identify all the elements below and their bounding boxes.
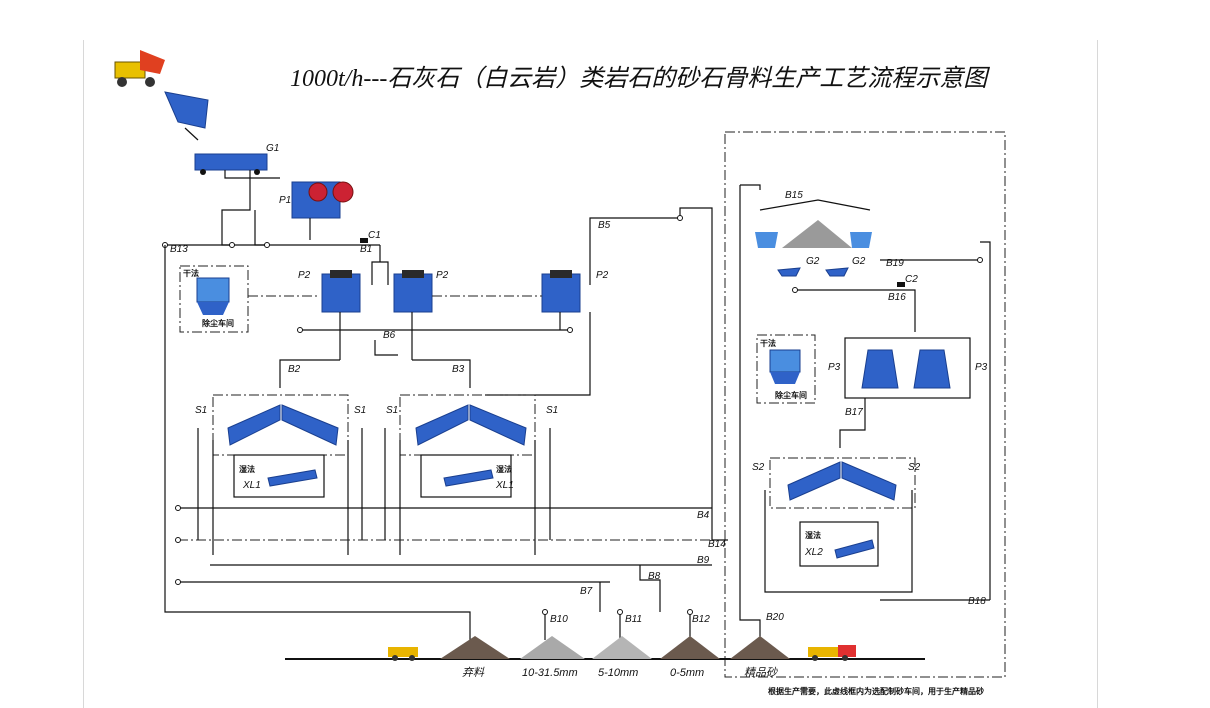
- label-s1-d: S1: [546, 405, 558, 416]
- dust-box1-top: 干法: [183, 268, 199, 278]
- label-b10: B10: [550, 614, 568, 625]
- cone-crusher-p2-c: [541, 270, 581, 313]
- feeder-g1: [194, 153, 268, 175]
- label-p3-a: P3: [828, 362, 841, 373]
- dust-collector-icon-1: [196, 277, 230, 315]
- sand-washer-xl1-b: [443, 469, 494, 487]
- label-c2: C2: [905, 274, 918, 285]
- label-p2-c: P2: [596, 270, 609, 281]
- feeder-g2-b: [825, 267, 849, 277]
- stockpile-0-5: [660, 636, 720, 659]
- label-p2-b: P2: [436, 270, 449, 281]
- sand-making-workshop-box: [724, 131, 1006, 678]
- label-b12: B12: [692, 614, 710, 625]
- sand-washer-xl1-a: [267, 469, 318, 487]
- magnet-c1: [360, 238, 368, 243]
- loader-truck-left-icon: [388, 647, 418, 661]
- wash-box-c-label: 湿法: [805, 530, 821, 540]
- label-b1: B1: [360, 244, 372, 255]
- label-s1-a: S1: [195, 405, 207, 416]
- vibrating-screen-s1-left: [227, 404, 339, 446]
- label-p1: P1: [279, 195, 291, 206]
- stockpile-10-31-5: [520, 636, 585, 659]
- label-b3: B3: [452, 364, 465, 375]
- label-b17: B17: [845, 407, 863, 418]
- stockpile-5-10: [592, 636, 652, 659]
- left-frame-line: [83, 40, 84, 708]
- label-c1: C1: [368, 230, 381, 241]
- label-g1: G1: [266, 143, 279, 154]
- footnote: 根据生产需要，此虚线框内为选配制砂车间，用于生产精品砂: [768, 686, 984, 696]
- label-xl1-a: XL1: [242, 480, 261, 491]
- label-b18: B18: [968, 596, 986, 607]
- feeder-g2-a: [777, 267, 801, 277]
- product-label-10-31-5: 10-31.5mm: [522, 667, 578, 679]
- label-b11: B11: [625, 614, 642, 625]
- hopper-icon: [164, 91, 209, 141]
- dust-collector-icon-2: [769, 349, 801, 384]
- vsi-crusher-p3-b: [913, 349, 951, 389]
- dust-collector-box-2: [756, 334, 816, 404]
- label-b19: B19: [886, 258, 904, 269]
- label-g2-b: G2: [852, 256, 866, 267]
- wash-box-a-label: 湿法: [239, 464, 255, 474]
- label-b2: B2: [288, 364, 301, 375]
- label-xl1-b: XL1: [495, 480, 514, 491]
- label-b15: B15: [785, 190, 803, 201]
- label-b20: B20: [766, 612, 784, 623]
- vibrating-screen-s2: [787, 461, 897, 501]
- label-b14: B14: [708, 539, 726, 550]
- dump-truck-icon: [114, 50, 165, 87]
- diagram-title: 1000t/h---石灰石（白云岩）类岩石的砂石骨料生产工艺流程示意图: [290, 66, 988, 92]
- loader-truck-right-icon: [808, 645, 856, 661]
- label-s1-c: S1: [386, 405, 398, 416]
- cone-crusher-p2-b: [393, 270, 433, 313]
- sand-washer-xl2: [834, 539, 875, 559]
- label-g2-a: G2: [806, 256, 820, 267]
- label-b6: B6: [383, 330, 396, 341]
- label-s2-b: S2: [908, 462, 921, 473]
- magnet-c2: [897, 282, 905, 287]
- product-label-fine-sand: 精品砂: [744, 666, 778, 679]
- label-p2-a: P2: [298, 270, 311, 281]
- right-frame-line: [1097, 40, 1098, 708]
- label-b9: B9: [697, 555, 710, 566]
- sand-silo-g2: [755, 220, 872, 248]
- label-b7: B7: [580, 586, 593, 597]
- product-label-waste: 弃料: [462, 666, 485, 679]
- label-b13: B13: [170, 244, 188, 255]
- product-label-0-5: 0-5mm: [670, 667, 704, 679]
- jaw-crusher-p1: [291, 181, 354, 219]
- vsi-crusher-p3-a: [861, 349, 899, 389]
- dust-collector-box-1: [179, 265, 249, 333]
- label-s1-b: S1: [354, 405, 366, 416]
- label-b4: B4: [697, 510, 710, 521]
- label-b8: B8: [648, 571, 661, 582]
- wash-box-b-label: 湿法: [496, 464, 512, 474]
- vibrating-screen-s1-right: [415, 404, 527, 446]
- label-b5: B5: [598, 220, 611, 231]
- dust-box2-top: 干法: [760, 338, 776, 348]
- cone-crusher-p2-a: [321, 270, 361, 313]
- stockpile-fine-sand: [730, 636, 790, 659]
- label-s2-a: S2: [752, 462, 765, 473]
- label-p3-b: P3: [975, 362, 988, 373]
- dust-box1-bottom: 除尘车间: [202, 318, 234, 328]
- label-b16: B16: [888, 292, 906, 303]
- dust-box2-bottom: 除尘车间: [775, 390, 807, 400]
- label-xl2: XL2: [804, 547, 823, 558]
- product-label-5-10: 5-10mm: [598, 667, 638, 679]
- stockpile-waste: [440, 636, 510, 659]
